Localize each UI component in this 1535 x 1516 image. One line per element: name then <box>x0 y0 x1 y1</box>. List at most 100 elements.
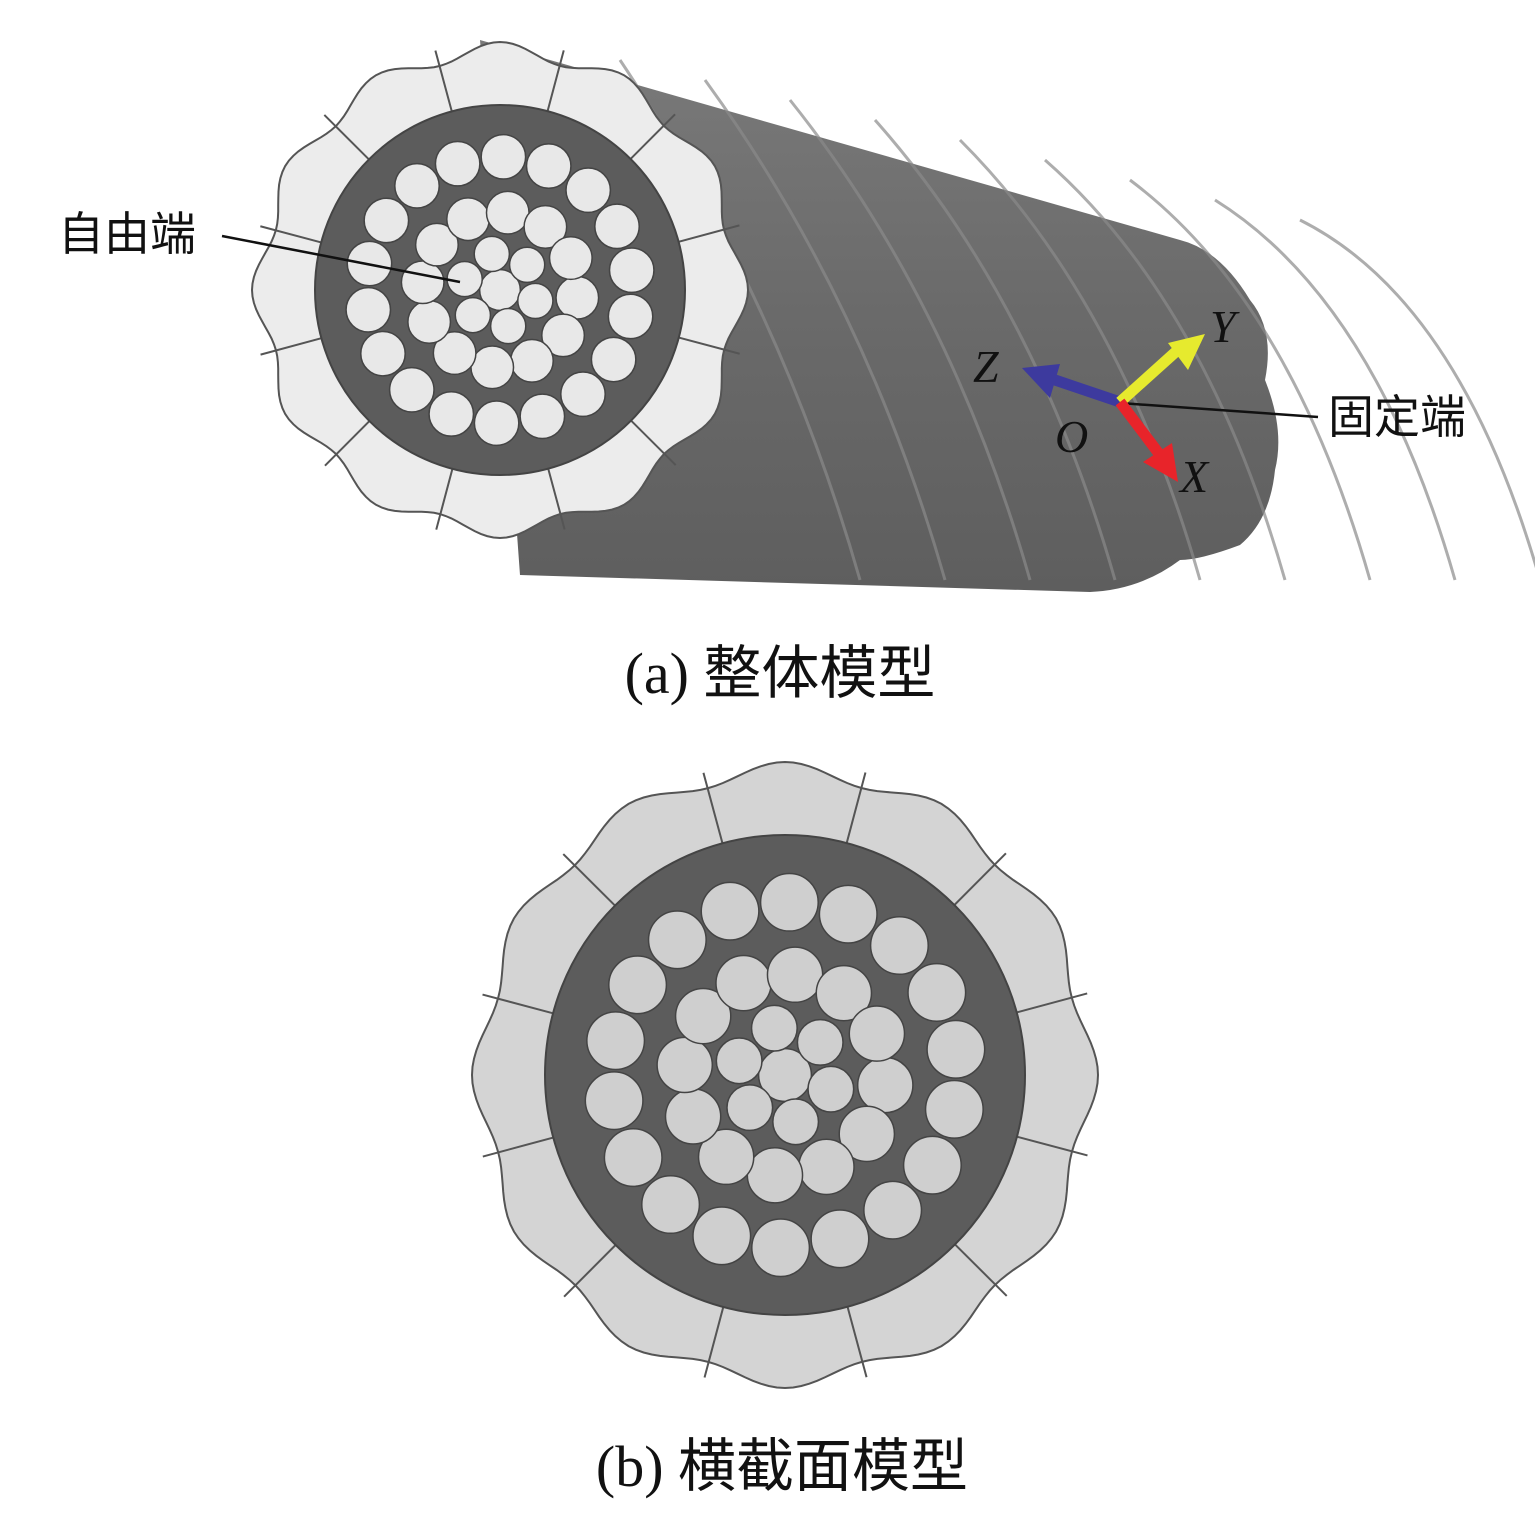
sheath-segment-divider <box>482 1136 554 1158</box>
x-axis-label: X <box>1178 451 1210 502</box>
wire-strand <box>446 197 491 242</box>
wire-strand <box>394 162 440 209</box>
wire-strand <box>517 282 554 320</box>
sheath-segment-divider <box>434 50 453 112</box>
helix-groove <box>1299 218 1535 569</box>
wire-strand <box>863 1180 923 1240</box>
wire-strand <box>555 275 600 320</box>
wire-strand <box>473 400 520 447</box>
wire-strand <box>810 1209 870 1269</box>
sheath-segment-divider <box>630 419 677 466</box>
wire-strand <box>509 338 554 383</box>
sheath-segment-divider <box>953 852 1007 906</box>
wire-strand <box>434 140 481 187</box>
helix-groove <box>703 79 947 581</box>
wire-strand <box>796 1018 844 1066</box>
sheath-segment-divider <box>629 113 676 160</box>
wire-strand <box>586 1011 646 1071</box>
sheath-segment-divider <box>563 1244 617 1298</box>
fixed-end-label: 固定端 <box>1328 392 1466 443</box>
y-axis-label: Y <box>1210 301 1240 352</box>
sheath-segment-divider <box>846 1306 868 1378</box>
wire-strand <box>856 1056 914 1114</box>
sheath-segment-divider <box>954 1243 1008 1297</box>
sheath-segment-divider <box>702 772 724 844</box>
helix-groove <box>873 119 1117 581</box>
y-arrow-head <box>1168 334 1205 370</box>
coordinate-axes: Z Y X O <box>973 301 1240 502</box>
helix-groove <box>788 99 1032 581</box>
sheath-segment-divider <box>1016 992 1088 1014</box>
wire-strand <box>697 1128 755 1186</box>
wire-strand <box>766 946 824 1004</box>
wire-strand <box>608 955 668 1015</box>
z-arrow-head <box>1022 364 1060 398</box>
wire-strand <box>750 1004 798 1052</box>
z-axis-arrow <box>1053 374 1122 408</box>
sheath-segment-divider <box>546 50 565 112</box>
wire-strand <box>926 1019 986 1079</box>
wire-strand <box>641 1174 701 1235</box>
sheath-segment-divider <box>482 993 554 1015</box>
wire-strand <box>470 345 515 390</box>
helix-groove <box>1044 158 1287 581</box>
wire-strand <box>692 1206 752 1266</box>
z-axis-label: Z <box>973 341 999 392</box>
wire-strand <box>432 331 477 376</box>
wire-strand <box>807 1065 855 1113</box>
wire-strand <box>473 235 511 273</box>
wire-strand <box>674 987 732 1045</box>
helix-groove <box>1214 198 1457 581</box>
wire-strand <box>480 133 527 180</box>
wire-strand <box>746 1146 804 1204</box>
y-axis-arrow <box>1116 343 1184 407</box>
wire-strand <box>584 1071 644 1131</box>
sheath-segment-divider <box>562 853 616 907</box>
wire-strand <box>560 371 606 418</box>
wire-strand <box>407 299 452 344</box>
sheath-segment-divider <box>703 1306 725 1378</box>
front-face <box>250 40 750 540</box>
wire-strand <box>400 260 445 305</box>
x-arrow-head <box>1143 443 1178 482</box>
wire-strand <box>751 1218 811 1278</box>
wire-strand <box>508 246 546 284</box>
origin-label: O <box>1055 411 1088 462</box>
wire-strand <box>869 915 929 976</box>
wire-strand <box>525 143 572 189</box>
wire-strand <box>902 1135 962 1195</box>
wire-strand <box>818 884 878 944</box>
wire-strand <box>523 204 568 249</box>
wire-strand <box>388 366 435 413</box>
wire-strand <box>345 286 392 333</box>
sheath-segment-divider <box>260 337 322 356</box>
wire-strand <box>715 1037 763 1085</box>
free-end-label: 自由端 <box>58 209 196 260</box>
wire-strand <box>414 222 459 267</box>
wire-strand <box>715 954 772 1012</box>
wire-strand <box>428 391 475 437</box>
sheath-segment-divider <box>260 225 322 244</box>
wire-strand <box>772 1098 820 1146</box>
wire-strand <box>454 296 492 334</box>
wire-strand <box>664 1088 722 1145</box>
wire-strand <box>656 1036 714 1094</box>
sheath-segment-divider <box>845 772 867 844</box>
sheath-segment-divider <box>1016 1135 1088 1157</box>
wire-strand <box>489 307 527 345</box>
wire-strand <box>590 336 637 383</box>
wire-strand <box>603 1128 663 1188</box>
wire-strand <box>360 330 406 377</box>
wire-strand <box>607 293 654 340</box>
overall-model: 自由端 固定端 Z Y X O (a) 整体模型 <box>58 40 1535 706</box>
wire-strand <box>647 910 707 970</box>
fixed-end-leader <box>1119 401 1319 419</box>
cross-section-model: (b) 横截面模型 <box>470 760 1100 1499</box>
wire-strand <box>608 247 655 294</box>
wire-strand <box>726 1084 774 1132</box>
wire-strand <box>485 190 530 235</box>
wire-strand <box>907 962 967 1022</box>
caption-b: (b) 横截面模型 <box>596 1434 968 1499</box>
